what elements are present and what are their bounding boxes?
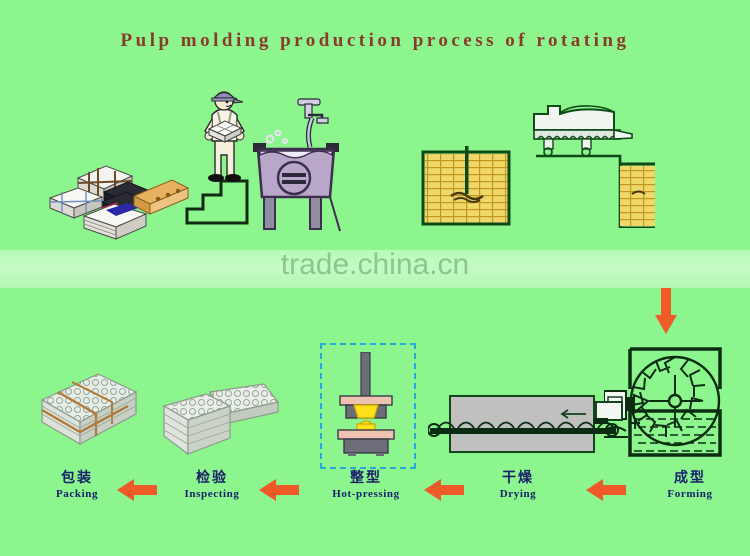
waste-paper-stack-icon xyxy=(48,165,190,240)
packed-tray-bundle-icon xyxy=(40,373,138,446)
arrow-hotpressing-to-inspecting xyxy=(259,479,299,501)
arrow-head xyxy=(424,479,441,501)
watermark-band xyxy=(0,250,750,288)
waste-paper-stack-illustration xyxy=(42,150,192,242)
step-forming-label-en: Forming xyxy=(667,488,713,501)
step-inspecting-label: 检验 Inspecting xyxy=(157,470,267,501)
bottom-panel-background xyxy=(0,288,750,556)
arrow-shaft xyxy=(661,288,671,316)
step-hot-pressing-label-en: Hot-pressing xyxy=(332,488,400,501)
hot-press-icon xyxy=(337,351,395,456)
arrow-inspecting-to-packing xyxy=(117,479,157,501)
arrow-forming-to-drying xyxy=(586,479,626,501)
arrow-head xyxy=(586,479,603,501)
screening-machine-over-tank-illustration xyxy=(520,100,655,230)
hot-pressing-zone-box xyxy=(320,343,416,469)
step-packing-label-cn: 包装 xyxy=(61,470,93,486)
packing-product-photo xyxy=(28,360,146,464)
pulp-storage-tank-1-illustration xyxy=(421,146,513,228)
hydrapulper-illustration xyxy=(250,85,360,235)
step-hot-pressing-label-cn: 整型 xyxy=(350,470,382,486)
step-packing-label-en: Packing xyxy=(55,488,99,501)
arrow-shaft xyxy=(602,485,626,495)
screening-machine-icon xyxy=(533,105,655,230)
arrow-shaft xyxy=(440,485,464,495)
drying-tunnel-icon xyxy=(427,395,623,453)
worker-feeding-pulper-illustration xyxy=(185,85,277,225)
inspecting-product-photo xyxy=(152,362,280,464)
step-packing-label: 包装 Packing xyxy=(22,470,132,501)
step-drying-label-cn: 干燥 xyxy=(502,470,534,486)
arrow-head xyxy=(259,479,276,501)
step-inspecting-label-en: Inspecting xyxy=(184,488,240,501)
rotary-forming-machine-icon xyxy=(603,347,722,457)
arrow-top-to-forming xyxy=(655,288,677,334)
page-title: Pulp molding production process of rotat… xyxy=(120,30,630,51)
pulp-tank-icon xyxy=(421,146,511,226)
arrow-head xyxy=(117,479,134,501)
step-inspecting-label-cn: 检验 xyxy=(196,470,228,486)
egg-tray-stack-icon xyxy=(162,383,280,456)
forming-machine-illustration xyxy=(603,345,744,457)
step-drying-label: 干燥 Drying xyxy=(468,470,568,501)
drying-tunnel-illustration xyxy=(427,388,624,460)
step-hot-pressing-label: 整型 Hot-pressing xyxy=(320,470,412,501)
arrow-head xyxy=(655,315,677,334)
arrow-drying-to-hotpressing xyxy=(424,479,464,501)
step-forming-label: 成型 Forming xyxy=(640,470,740,501)
arrow-shaft xyxy=(275,485,299,495)
step-drying-label-en: Drying xyxy=(499,488,537,501)
step-forming-label-cn: 成型 xyxy=(674,470,706,486)
worker-icon xyxy=(185,91,249,225)
hydrapulper-icon xyxy=(253,98,341,232)
hot-press-illustration xyxy=(330,351,402,456)
arrow-shaft xyxy=(133,485,157,495)
